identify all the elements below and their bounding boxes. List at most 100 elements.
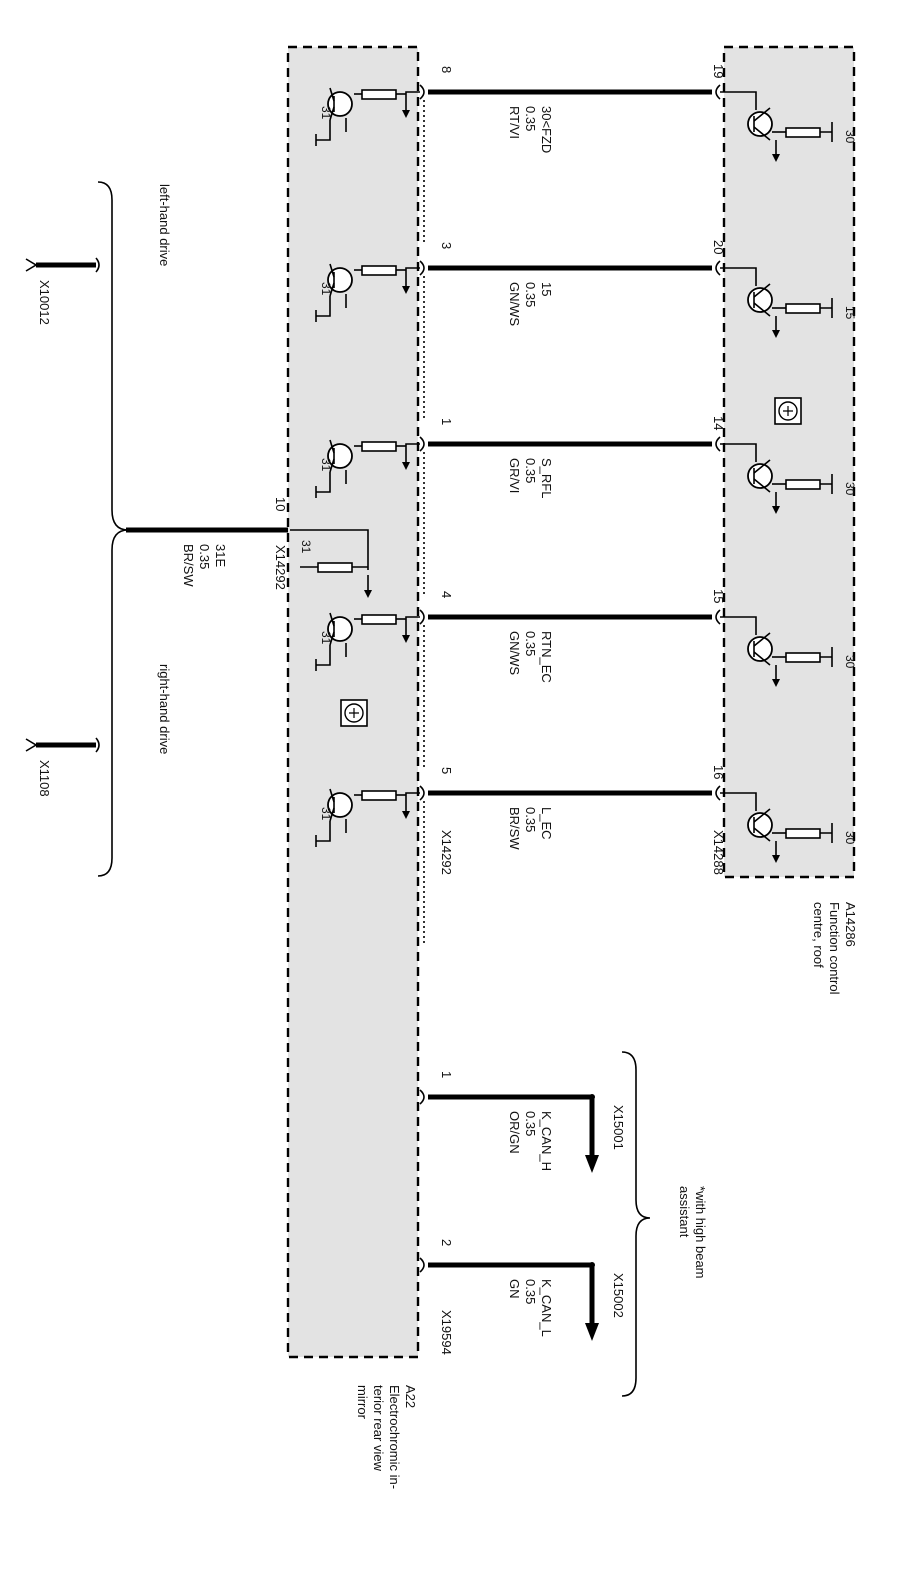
can-color: GN (507, 1279, 522, 1299)
roof-supply-label: 15 (843, 306, 857, 320)
ground-variant-rhd-label: right-hand drive (157, 664, 172, 754)
wire-gauge: 0.35 (523, 282, 538, 307)
mirror-transistor-icon (315, 612, 420, 671)
can-color: OR/GN (507, 1111, 522, 1154)
connector-bracket (419, 609, 425, 625)
mirror-transistor-icon (315, 788, 420, 847)
mirror-module-name-3: mirror (355, 1385, 370, 1420)
diode-icon-roof (774, 397, 802, 425)
ground-wire-signal: 31E (213, 544, 228, 567)
mirror-pin-number: 1 (439, 418, 454, 425)
brace-high-beam (621, 1051, 651, 1397)
ground-stub-rhd (25, 737, 100, 753)
mirror-module-id: A22 (403, 1385, 418, 1408)
ground-variant-lhd-label: left-hand drive (157, 184, 172, 266)
wire-gauge: 0.35 (523, 631, 538, 656)
wire-color: GN/WS (507, 282, 522, 326)
wire-signal: 15 (539, 282, 554, 296)
mirror-ground-circuit (290, 529, 372, 598)
wire-color: RT/VI (507, 106, 522, 139)
mirror-31-label: 31 (319, 458, 333, 472)
mirror-connector-can: X19594 (439, 1310, 454, 1355)
mirror-transistor-icon (315, 439, 420, 498)
mirror-transistor-icon (315, 87, 420, 146)
ground-wire-gauge: 0.35 (197, 544, 212, 569)
mirror-pin-number: 5 (439, 767, 454, 774)
roof-pin-number: 16 (711, 765, 726, 779)
roof-transistor-icon (720, 443, 833, 514)
ground-wire-color: BR/SW (181, 544, 196, 587)
roof-connector: X14288 (711, 830, 726, 875)
wire-color: GR/VI (507, 458, 522, 493)
mirror-pin-number: 4 (439, 591, 454, 598)
wire-signal: RTN_EC (539, 631, 554, 683)
mirror-31-label: 31 (319, 106, 333, 120)
roof-module-id: A14286 (843, 902, 858, 947)
connector-bracket (419, 1089, 425, 1105)
diode-icon-mirror (340, 699, 368, 727)
mirror-connector-main: X14292 (439, 830, 454, 875)
wire-signal: S_RFL (539, 458, 554, 498)
can-signal: K_CAN_H (539, 1111, 554, 1171)
wire-color: BR/SW (507, 807, 522, 850)
roof-supply-label: 30 (843, 482, 857, 496)
ground-variant-rhd-connector: X1108 (37, 760, 52, 797)
can-pin-number: 2 (439, 1239, 454, 1246)
mirror-pin-number: 3 (439, 242, 454, 249)
wire-signal: 30<FZD (539, 106, 554, 153)
roof-module-name-2: centre, roof (811, 902, 826, 968)
can-gauge: 0.35 (523, 1279, 538, 1304)
roof-supply-label: 30 (843, 831, 857, 845)
roof-pin-number: 19 (711, 64, 726, 78)
mirror-module-name-2: terior rear view (371, 1385, 386, 1472)
connector-bracket (715, 84, 721, 100)
wire-gauge: 0.35 (523, 106, 538, 131)
ground-connector: X14292 (273, 545, 288, 590)
can-gauge: 0.35 (523, 1111, 538, 1136)
roof-module-box (722, 45, 856, 879)
option-note-line-2: assistant (677, 1186, 692, 1238)
ground-pin: 10 (273, 497, 288, 511)
ground-31-label: 31 (299, 540, 313, 554)
roof-transistor-icon (720, 616, 833, 687)
roof-pin-number: 15 (711, 589, 726, 603)
mirror-transistor-icon (315, 263, 420, 322)
mirror-31-label: 31 (319, 282, 333, 296)
roof-pin-number: 14 (711, 416, 726, 430)
ground-variant-lhd-connector: X10012 (37, 280, 52, 325)
connector-bracket (715, 609, 721, 625)
can-connector: X15002 (611, 1273, 626, 1318)
mirror-31-label: 31 (319, 807, 333, 821)
roof-transistor-icon (720, 792, 833, 863)
roof-transistor-icon (720, 91, 833, 162)
connector-bracket (715, 785, 721, 801)
roof-pin-number: 20 (711, 240, 726, 254)
can-signal: K_CAN_L (539, 1279, 554, 1337)
ground-stub-lhd (25, 257, 100, 273)
roof-transistor-icon (720, 267, 833, 338)
connector-bracket (419, 1257, 425, 1273)
roof-supply-label: 30 (843, 130, 857, 144)
can-pin-number: 1 (439, 1071, 454, 1078)
connector-bracket (419, 436, 425, 452)
connector-bracket (419, 84, 425, 100)
arrow-down-icon (585, 1323, 599, 1341)
roof-module-name-1: Function control (827, 902, 842, 995)
wire-color: GN/WS (507, 631, 522, 675)
roof-supply-label: 30 (843, 655, 857, 669)
mirror-module-name-1: Electrochromic in- (387, 1385, 402, 1489)
mirror-31-label: 31 (319, 631, 333, 645)
connector-bracket (715, 436, 721, 452)
brace-left (97, 181, 129, 877)
wire-signal: L_EC (539, 807, 554, 840)
option-note-line-1: *with high beam (693, 1186, 708, 1279)
wire-gauge: 0.35 (523, 458, 538, 483)
connector-bracket (419, 785, 425, 801)
connector-bracket (419, 260, 425, 276)
wire-gauge: 0.35 (523, 807, 538, 832)
mirror-pin-number: 8 (439, 66, 454, 73)
connector-bracket (715, 260, 721, 276)
arrow-down-icon (585, 1155, 599, 1173)
can-connector: X15001 (611, 1105, 626, 1150)
